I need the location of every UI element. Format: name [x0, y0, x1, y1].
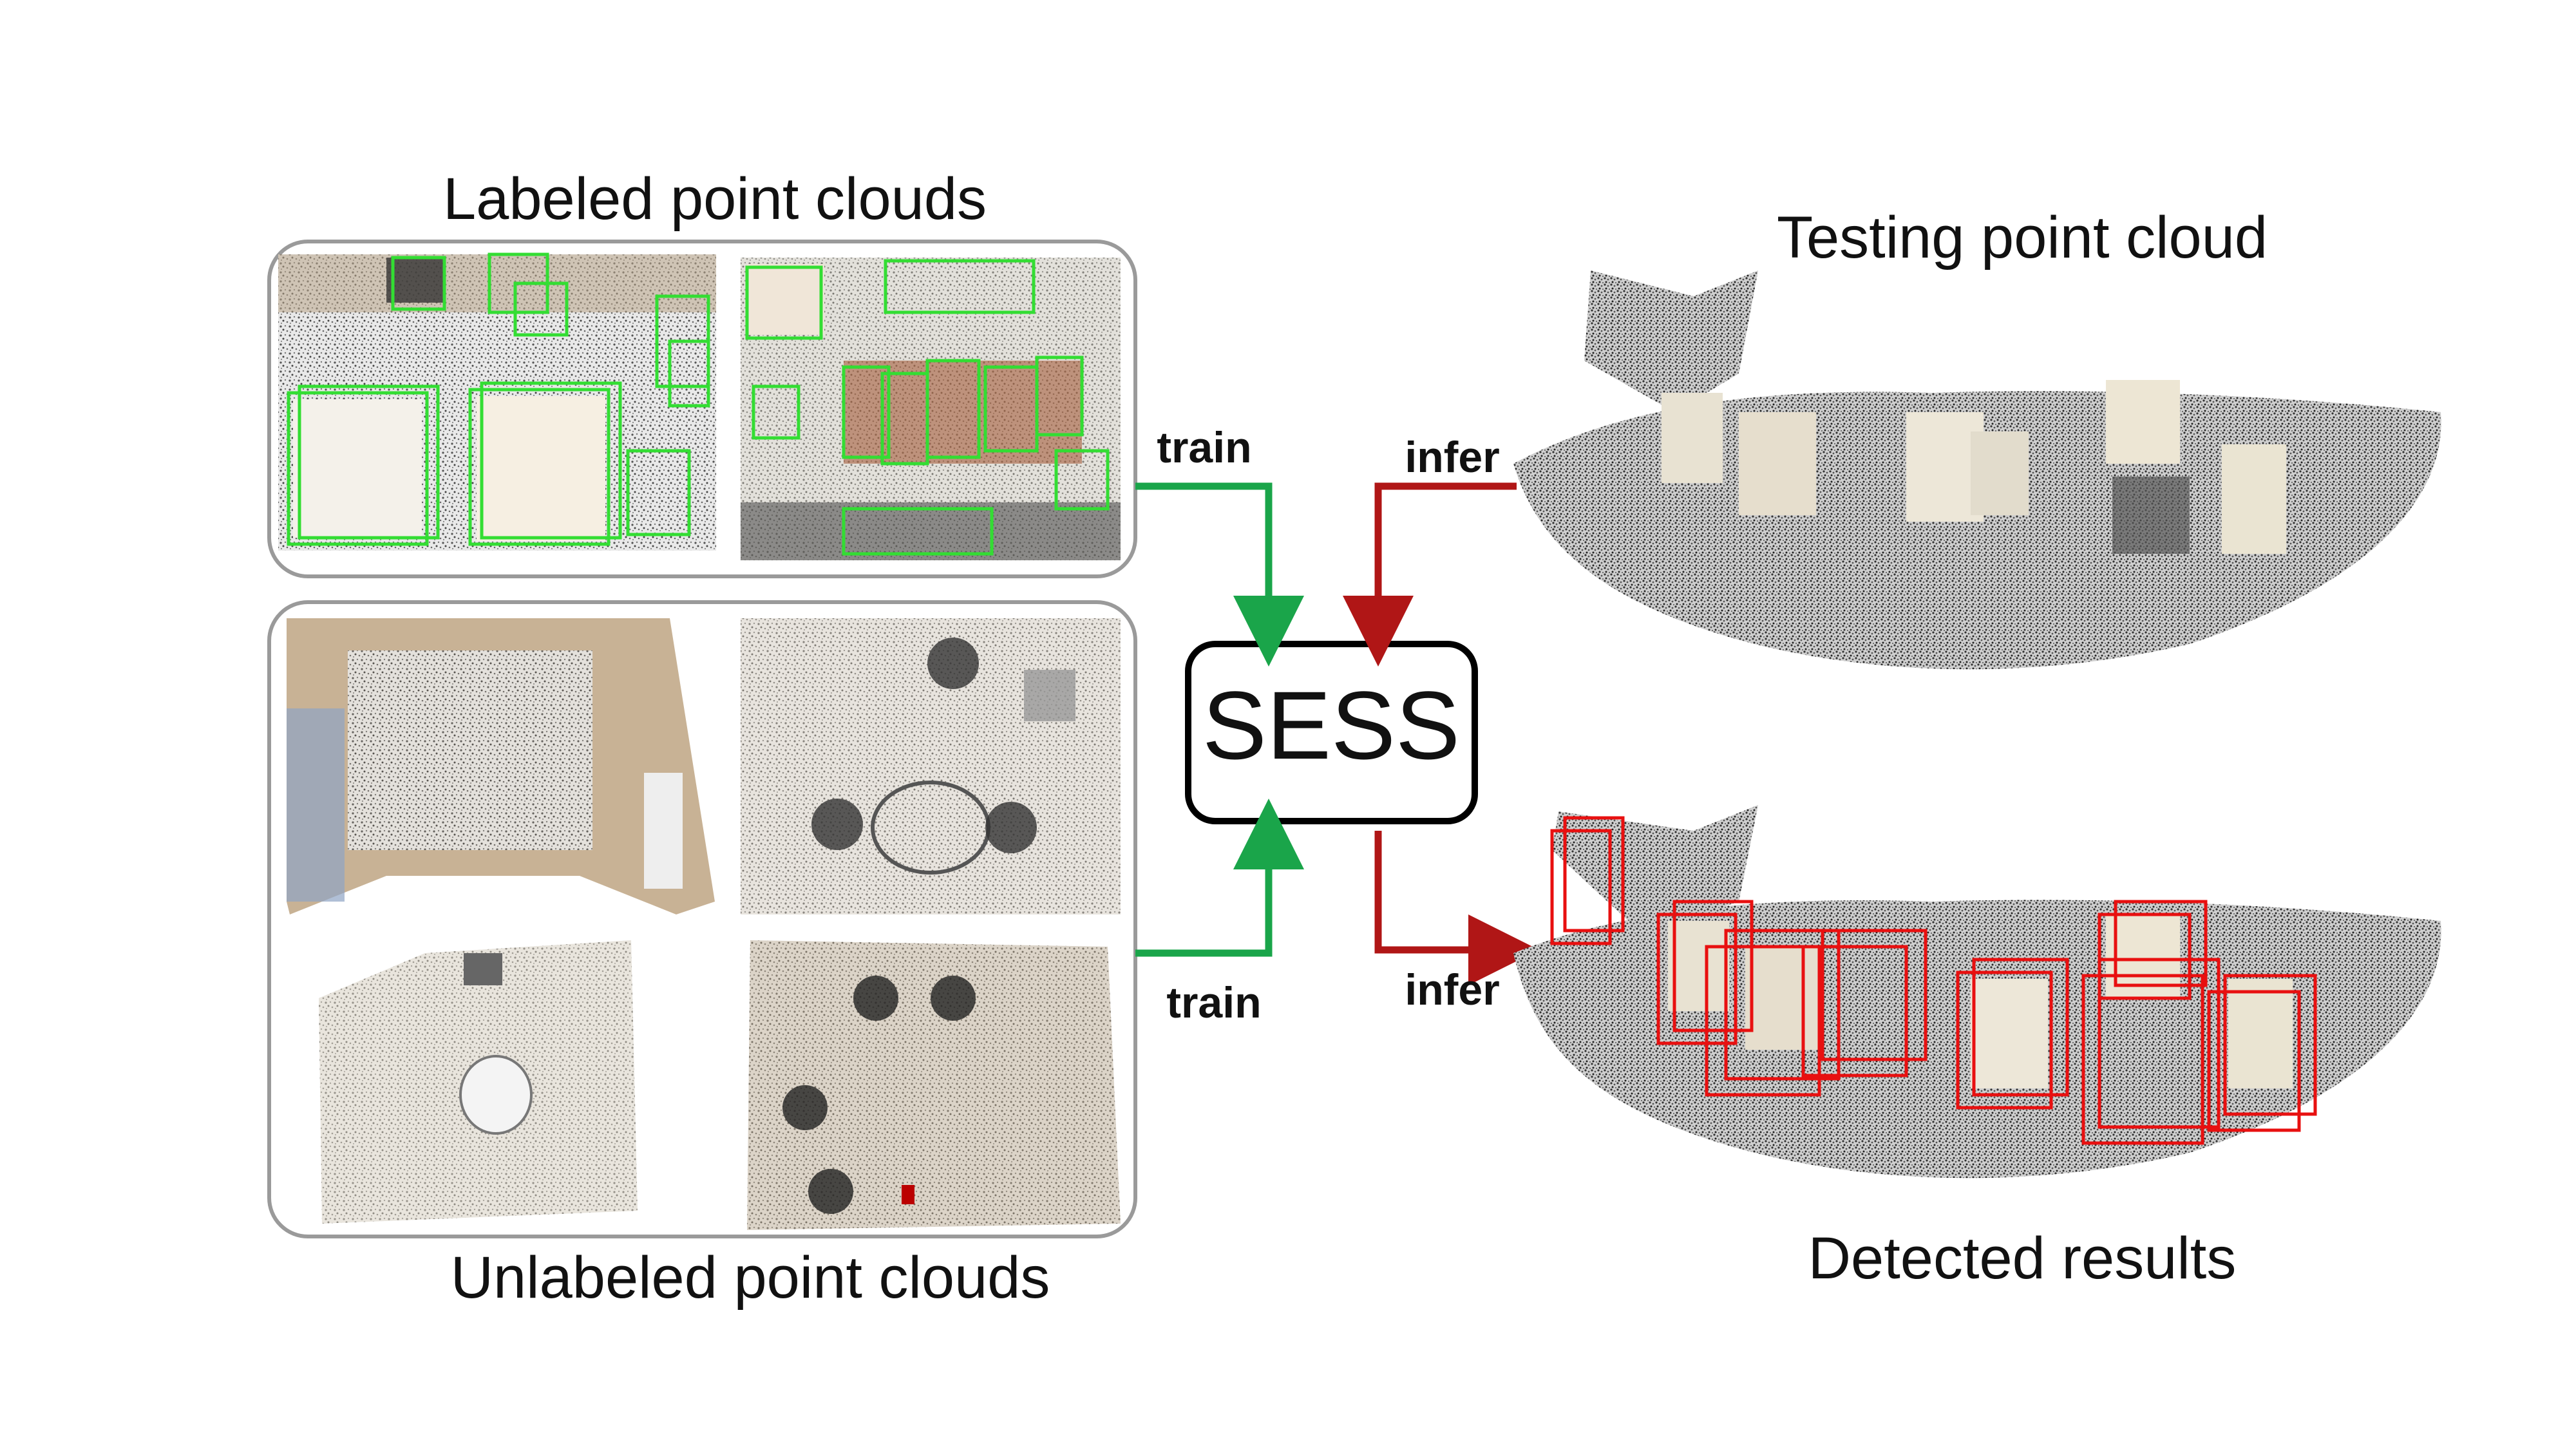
- sess-box: SESS: [1185, 641, 1478, 824]
- detected-scene: [1513, 805, 2441, 1179]
- labeled-panel: [267, 240, 1137, 578]
- labeled-title: Labeled point clouds: [443, 166, 987, 232]
- infer-arrow-top: [1343, 482, 1517, 667]
- detected-boxes: [1550, 816, 2317, 1145]
- testing-title: Testing point cloud: [1777, 205, 2268, 270]
- detected-title: Detected results: [1808, 1226, 2237, 1291]
- testing-scene: [1513, 270, 2441, 670]
- unlabeled-scene-4: [747, 940, 1121, 1230]
- labeled-scene-1: [278, 252, 716, 551]
- unlabeled-title: Unlabeled point clouds: [451, 1245, 1050, 1311]
- train-arrow-bottom: [1135, 799, 1304, 957]
- unlabeled-scene-3: [319, 940, 638, 1224]
- labeled-scene-2: [741, 258, 1121, 560]
- train-label-top: train: [1157, 423, 1251, 472]
- infer-arrow-bottom: [1374, 831, 1539, 985]
- unlabeled-panel: [267, 600, 1137, 1238]
- infer-label-top: infer: [1405, 433, 1499, 482]
- infer-label-bottom: infer: [1405, 965, 1499, 1014]
- labeled-boxes-2: [745, 259, 1110, 556]
- train-arrow-top: [1135, 482, 1304, 667]
- labeled-boxes-1: [287, 252, 710, 546]
- unlabeled-scene-1: [287, 618, 715, 914]
- unlabeled-scene-2: [741, 618, 1121, 914]
- train-label-bottom: train: [1166, 978, 1261, 1027]
- sess-label: SESS: [1202, 671, 1460, 779]
